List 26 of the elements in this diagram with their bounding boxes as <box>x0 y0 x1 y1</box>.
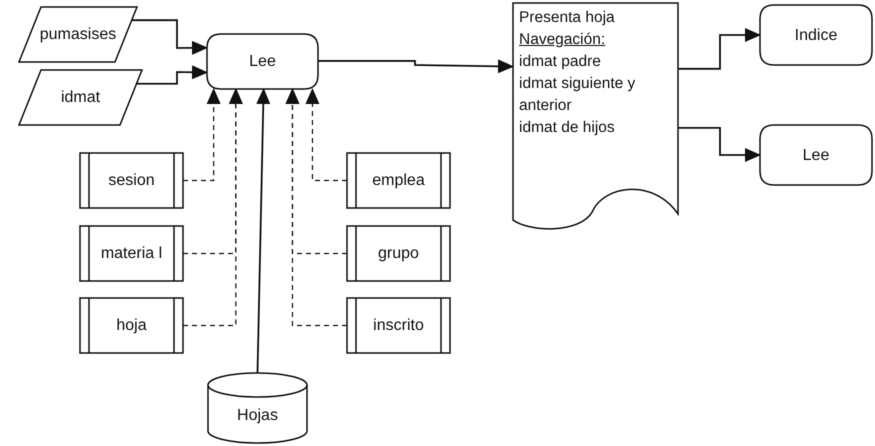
node-label: emplea <box>372 171 425 190</box>
node-label: Indice <box>794 26 838 44</box>
dashed-arrow <box>285 88 347 254</box>
arrow <box>678 126 761 162</box>
list-item: idmat padre <box>519 52 602 72</box>
dashed-arrow <box>183 88 243 326</box>
node-label: Lee <box>249 52 276 71</box>
node-label: sesion <box>108 171 155 190</box>
list-item: idmat de hijos <box>519 118 616 138</box>
node-label: hoja <box>116 316 147 335</box>
node-label: idmat <box>60 88 100 107</box>
arrow <box>256 88 270 374</box>
node-label: pumasises <box>40 25 116 44</box>
dashed-arrow <box>305 88 347 182</box>
section-label: Navegación: <box>519 30 606 50</box>
node-label: Hojas <box>237 406 278 424</box>
node-label: grupo <box>378 244 419 263</box>
node-label: inscrito <box>373 316 424 335</box>
node-label: materia l <box>100 244 162 263</box>
heading-text: Presenta hoja <box>519 8 616 28</box>
node-label: Lee <box>802 146 830 164</box>
arrow <box>132 19 208 55</box>
dashed-arrow <box>183 88 221 182</box>
arrow <box>318 59 514 74</box>
arrow <box>678 28 761 70</box>
arrow <box>136 65 208 85</box>
